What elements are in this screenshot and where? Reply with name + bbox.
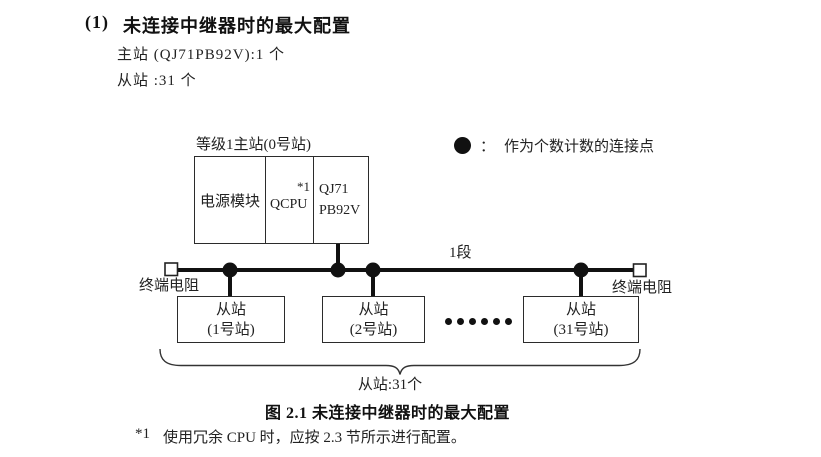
slave-number: (31号站) <box>553 321 609 338</box>
qcpu-cell: *1 QCPU <box>265 157 314 243</box>
footnote-text: 使用冗余 CPU 时，应按 2.3 节所示进行配置。 <box>163 430 466 446</box>
heading-text: 未连接中继器时的最大配置 <box>123 16 351 36</box>
slave-count-line: 从站 :31 个 <box>117 73 197 89</box>
master-count-line: 主站 (QJ71PB92V):1 个 <box>117 47 286 63</box>
slave-group-count-label: 从站:31个 <box>357 377 423 393</box>
slave-group-brace <box>159 348 641 375</box>
terminator-square-right <box>632 263 647 278</box>
slave-number: (1号站) <box>207 321 255 338</box>
pb92v-label: PB92V <box>319 203 361 218</box>
segment-label: 1段 <box>449 245 472 261</box>
heading-number: (1) <box>85 12 109 32</box>
connection-dot <box>330 262 346 278</box>
terminator-square-left <box>164 262 179 277</box>
power-module-cell: 电源模块 <box>199 193 260 210</box>
master-station-box: 电源模块 *1 QCPU QJ71 PB92V <box>194 156 369 244</box>
legend-text: 作为个数计数的连接点 <box>504 139 655 155</box>
figure-caption: 图 2.1 未连接中继器时的最大配置 <box>264 405 510 422</box>
connection-dot <box>365 262 381 278</box>
qcpu-footnote-ref: *1 <box>297 179 310 194</box>
terminator-label-right: 终端电阻 <box>612 280 673 296</box>
qj71-label: QJ71 <box>319 182 349 197</box>
master-station-label: 等级1主站(0号站) <box>196 137 311 153</box>
slave-label: 从站 <box>215 301 246 318</box>
connection-dot <box>222 262 238 278</box>
slave-station-2-box: 从站 (2号站) <box>322 296 425 343</box>
slave-number: (2号站) <box>349 321 398 338</box>
footnote-marker: *1 <box>135 426 150 442</box>
slave-label: 从站 <box>358 301 389 318</box>
connection-dot-icon <box>454 137 471 154</box>
slave-station-31-box: 从站 (31号站) <box>523 296 639 343</box>
ellipsis-dots <box>445 318 512 325</box>
qcpu-label: QCPU <box>270 197 308 212</box>
legend-separator: ： <box>480 139 496 155</box>
section-heading: (1) 未连接中继器时的最大配置 <box>85 12 351 38</box>
footnote: *1 使用冗余 CPU 时，应按 2.3 节所示进行配置。 <box>135 426 466 447</box>
slave-station-1-box: 从站 (1号站) <box>177 296 285 343</box>
qj71pb92v-cell: QJ71 PB92V <box>314 157 368 243</box>
slave-label: 从站 <box>565 301 596 318</box>
terminator-label-left: 终端电阻 <box>139 278 200 294</box>
connection-dot <box>573 262 589 278</box>
legend: ： 作为个数计数的连接点 <box>454 135 654 156</box>
